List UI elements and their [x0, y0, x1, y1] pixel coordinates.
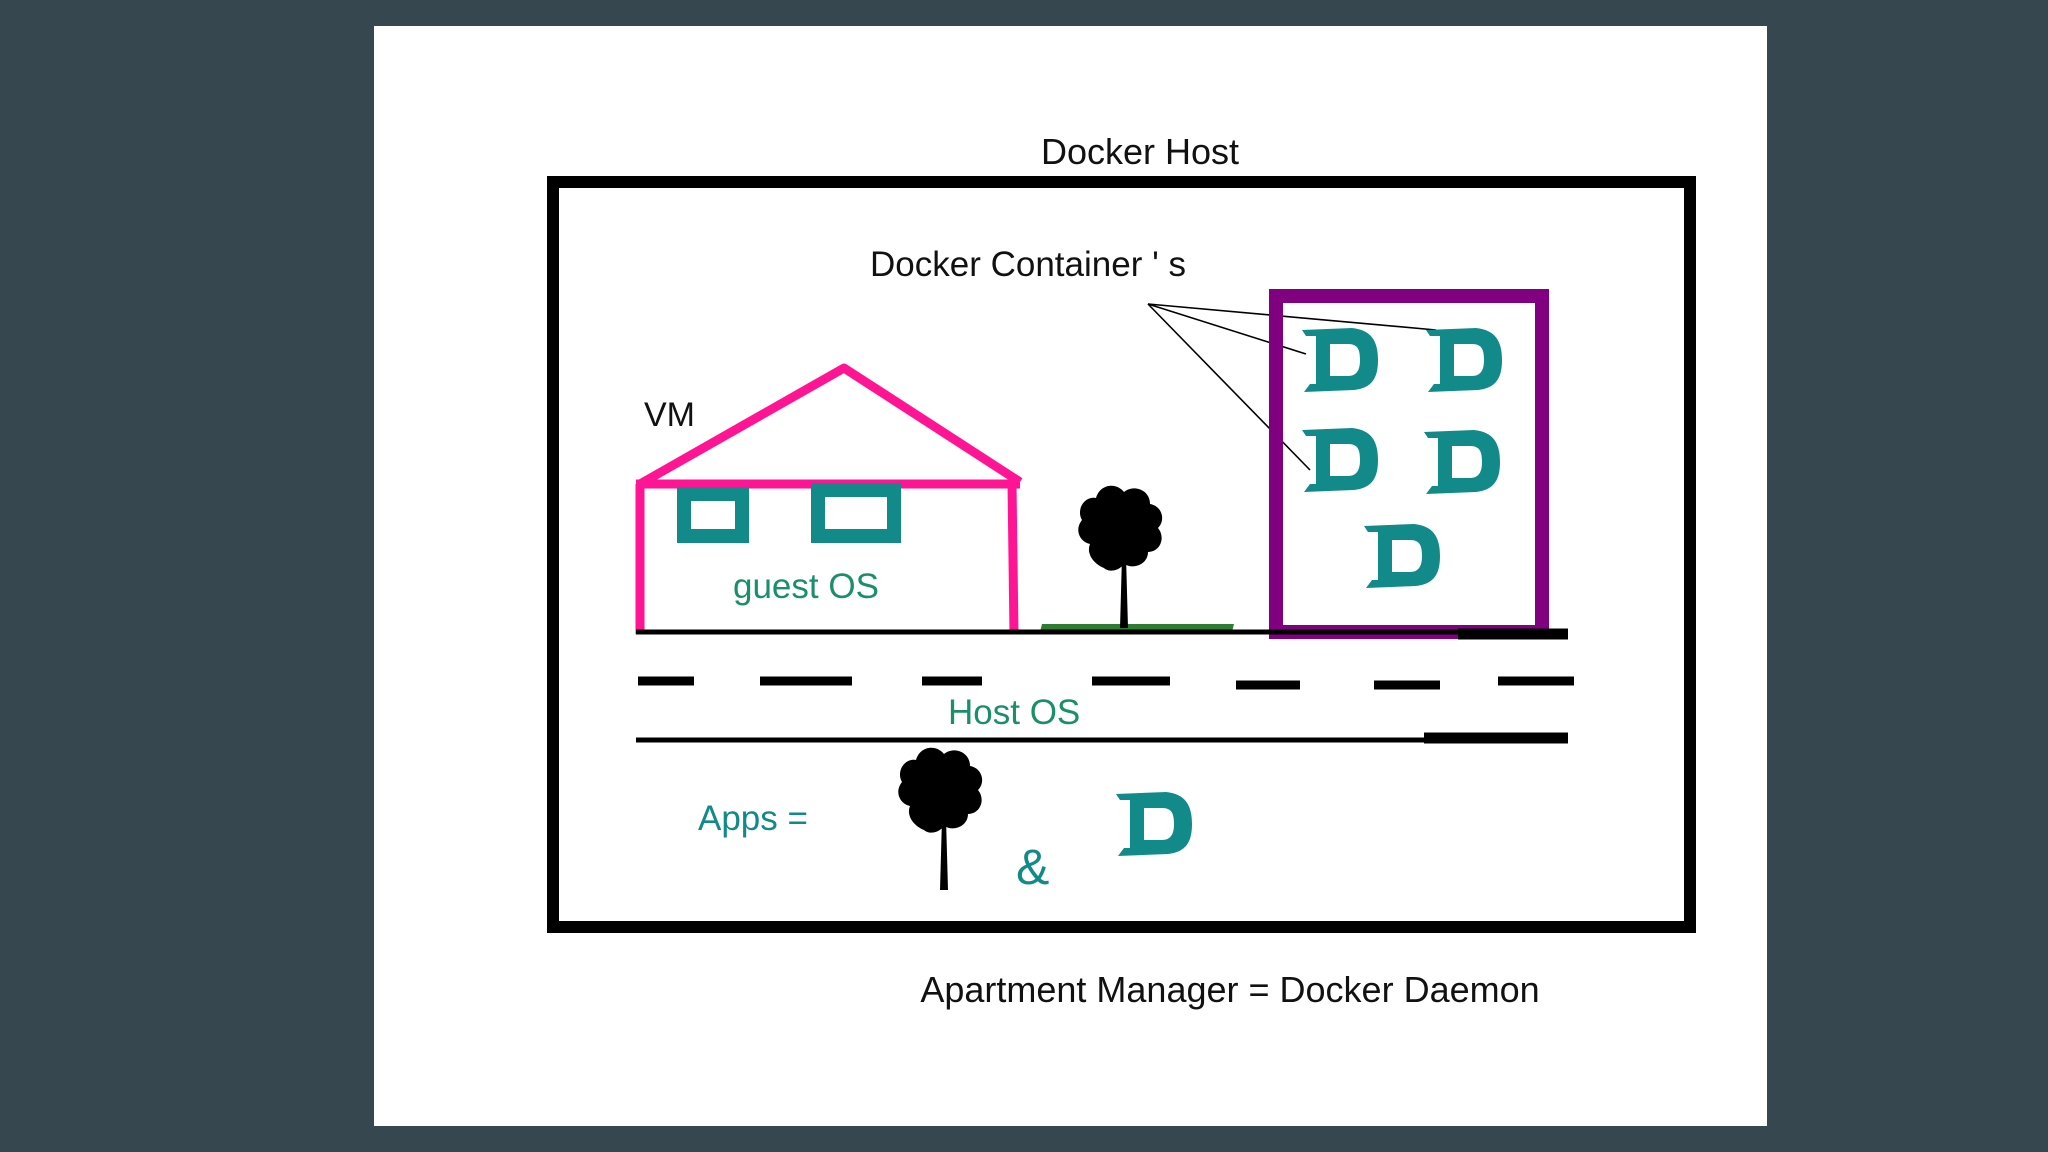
- host-os-label: Host OS: [948, 693, 1080, 732]
- slide-background: [374, 26, 1767, 1126]
- docker-host-frame: [547, 176, 1696, 933]
- host-os-road: [636, 628, 1574, 744]
- guest-os-label: guest OS: [733, 567, 879, 606]
- window-icon: [677, 483, 901, 543]
- apps-label: Apps =: [698, 799, 808, 838]
- vm-label: VM: [644, 396, 695, 434]
- footer-caption: Apartment Manager = Docker Daemon: [920, 969, 1539, 1010]
- containers-label: Docker Container ' s: [870, 245, 1186, 284]
- ampersand: &: [1016, 839, 1049, 895]
- diagram-title: Docker Host: [1041, 131, 1239, 172]
